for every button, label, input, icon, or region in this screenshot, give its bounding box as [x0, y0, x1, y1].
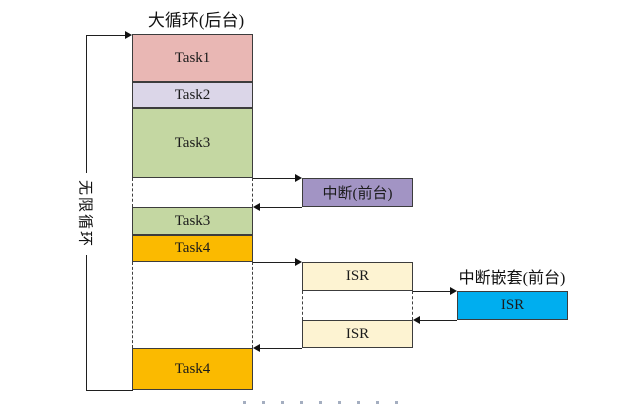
task3-resumed-label: Task3: [174, 212, 211, 229]
isr-box-resumed: ISR: [302, 320, 413, 348]
arrow-to-isr-line: [253, 262, 295, 263]
arrow-return-from-interrupt-line: [260, 207, 302, 208]
nested-isr-label: ISR: [500, 297, 525, 313]
loop-top-line: [86, 35, 125, 36]
main-loop-title: 大循环(后台): [147, 11, 245, 30]
arrow-return-from-nested-isr-line: [420, 320, 457, 321]
task3-label: Task3: [174, 134, 211, 151]
isr2-label: ISR: [345, 325, 370, 342]
task-box-task1: Task1: [132, 34, 253, 82]
column-gap1-left-dash: [132, 178, 133, 207]
isr-box-first: ISR: [302, 262, 413, 291]
arrow-to-interrupt-line: [253, 178, 295, 179]
task-box-task4-first: Task4: [132, 235, 253, 262]
arrow-return-from-isr-head-icon: [253, 344, 260, 352]
task-box-task3-first: Task3: [132, 108, 253, 178]
loop-bottom-line: [86, 390, 133, 391]
column-gap2-right-dash: [252, 262, 253, 348]
arrow-return-from-nested-isr-head-icon: [413, 316, 420, 324]
arrow-return-from-interrupt-head-icon: [253, 203, 260, 211]
arrow-to-nested-isr-head-icon: [450, 287, 457, 295]
interrupt-box: 中断(前台): [302, 178, 413, 207]
task4-label: Task4: [174, 240, 211, 256]
task-box-task2: Task2: [132, 82, 253, 108]
column-gap1-right-dash: [252, 178, 253, 207]
column-gap2-left-dash: [132, 262, 133, 348]
arrow-to-nested-isr-line: [413, 291, 450, 292]
task-box-task4-resumed: Task4: [132, 348, 253, 390]
loop-top-arrowhead-icon: [125, 31, 132, 39]
task1-label: Task1: [174, 49, 211, 66]
arrow-to-interrupt-head-icon: [295, 174, 302, 182]
isr-gap-left-dash: [302, 291, 303, 320]
isr1-label: ISR: [345, 268, 370, 284]
infinite-loop-label: 无限循环: [75, 172, 97, 256]
isr-box-nested: ISR: [457, 291, 568, 320]
isr-gap-right-dash: [412, 291, 413, 320]
arrow-return-from-isr-line: [260, 348, 302, 349]
task4-resumed-label: Task4: [174, 360, 211, 377]
cropped-caption-fragment: [243, 401, 413, 404]
task-box-task3-resumed: Task3: [132, 207, 253, 235]
interrupt-label: 中断(前台): [322, 186, 393, 202]
task2-label: Task2: [174, 86, 211, 103]
interrupt-nested-title: 中断嵌套(前台): [458, 270, 566, 287]
arrow-to-isr-head-icon: [295, 258, 302, 266]
